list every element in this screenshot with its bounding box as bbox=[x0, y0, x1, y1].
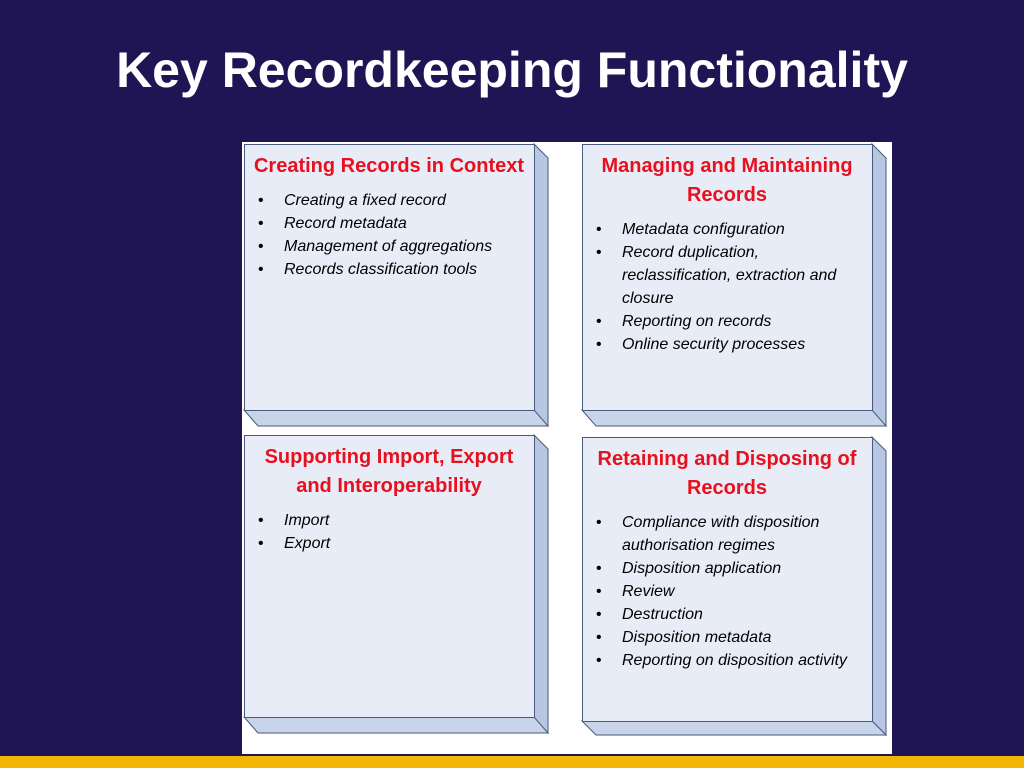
content-panel: Creating Records in Context •Creating a … bbox=[242, 142, 892, 754]
footer-accent-bar bbox=[0, 756, 1024, 768]
list-item: •Metadata configuration bbox=[596, 221, 785, 238]
list-item: •Compliance with disposition authorisati… bbox=[596, 514, 820, 554]
list-item: •Disposition application bbox=[596, 560, 782, 577]
list-item: •Reporting on records bbox=[596, 313, 772, 330]
list-item: •Review bbox=[596, 583, 675, 600]
box-creating-records: Creating Records in Context •Creating a … bbox=[242, 142, 550, 428]
box-managing-records: Managing and Maintaining Records •Metada… bbox=[580, 142, 888, 428]
box-import-export: Supporting Import, Export and Interopera… bbox=[242, 433, 550, 735]
list-item: •Export bbox=[258, 535, 331, 552]
box-bevel-shape bbox=[242, 142, 550, 428]
list-item: •Online security processes bbox=[596, 336, 806, 353]
list-item: •Import bbox=[258, 512, 330, 529]
box-title: Creating Records in Context bbox=[253, 155, 525, 177]
box-bevel-shape bbox=[580, 142, 888, 428]
box-bevel-shape bbox=[242, 433, 550, 735]
bullet-list: •Compliance with disposition authorisati… bbox=[586, 511, 868, 672]
list-item: •Reporting on disposition activity bbox=[596, 652, 848, 669]
box-title: Managing and Maintaining Records bbox=[601, 155, 853, 206]
box-retaining-disposing: Retaining and Disposing of Records •Comp… bbox=[580, 435, 888, 737]
box-bevel-shape bbox=[580, 435, 888, 737]
footer-divider bbox=[0, 754, 1024, 756]
list-item: •Record duplication, reclassification, e… bbox=[596, 244, 837, 307]
box-title: Supporting Import, Export and Interopera… bbox=[264, 446, 514, 497]
box-title: Retaining and Disposing of Records bbox=[597, 448, 857, 499]
list-item: •Destruction bbox=[596, 606, 703, 623]
list-item: •Disposition metadata bbox=[596, 629, 772, 646]
bullet-list: •Creating a fixed record •Record metadat… bbox=[248, 189, 530, 281]
bullet-list: •Import •Export bbox=[248, 509, 530, 555]
bullet-list: •Metadata configuration •Record duplicat… bbox=[586, 218, 868, 356]
list-item: •Record metadata bbox=[258, 215, 407, 232]
list-item: •Creating a fixed record bbox=[258, 192, 446, 209]
slide-title: Key Recordkeeping Functionality bbox=[116, 42, 908, 98]
list-item: •Management of aggregations bbox=[258, 238, 493, 255]
list-item: •Records classification tools bbox=[258, 261, 477, 278]
